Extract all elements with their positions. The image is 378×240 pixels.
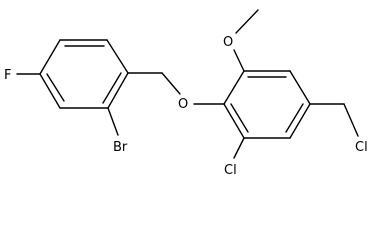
- bond-left-ring-2: [106, 39, 129, 74]
- ring-chlorine-label: Cl: [224, 163, 237, 178]
- bond-ch2-o: [161, 72, 181, 95]
- chemical-structure: F Br O O Cl Cl: [4, 9, 368, 178]
- bond-c-ring-cl: [233, 137, 245, 159]
- bond-methoxy-ch3: [235, 9, 259, 34]
- bond-left-ring-5-inner: [46, 73, 65, 102]
- bond-right-ring-3: [289, 70, 311, 105]
- ether-oxygen-label: O: [178, 97, 188, 112]
- left-benzene-ring: [39, 39, 129, 109]
- bond-right-ring-4-inner: [285, 103, 304, 133]
- fluorine-label: F: [4, 68, 11, 83]
- bond-left-ring-3: [107, 72, 129, 109]
- bond-right-ring-6-inner: [230, 103, 249, 133]
- bond-right-ring-1: [223, 70, 245, 105]
- chloromethyl-chlorine-label: Cl: [355, 140, 368, 155]
- bond-right-ring-4: [289, 103, 311, 139]
- right-benzene-ring: [223, 70, 311, 139]
- methoxy-oxygen-label: O: [223, 35, 233, 50]
- bond-left-ring-5: [39, 73, 61, 109]
- structure-canvas: F Br O O Cl Cl: [4, 9, 368, 178]
- bond-left-ring-3-inner: [102, 72, 122, 104]
- bond-c-omethoxy: [233, 49, 245, 72]
- bromine-label: Br: [113, 140, 128, 155]
- bond-c-br: [107, 107, 119, 136]
- bond-left-ring-6: [39, 39, 61, 75]
- bond-right-ring-6: [223, 103, 245, 139]
- bond-ch2-cl: [343, 103, 359, 137]
